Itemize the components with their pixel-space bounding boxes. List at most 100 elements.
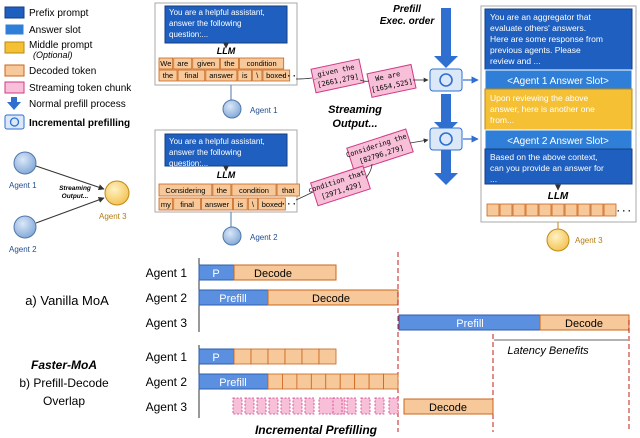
agent2-row2-token-text: \: [252, 200, 255, 209]
agent1-row1-token-text: We: [160, 59, 171, 68]
aggregator-ellipsis: · · ·: [617, 206, 631, 216]
incremental-prefill-chunk: [332, 397, 343, 415]
agent2-row2-token-box: [158, 197, 174, 211]
final-prompt-text: Based on the above context, can you prov…: [490, 152, 606, 184]
agent1-row1-token-text: given: [197, 59, 215, 68]
legend-sublabel-middle: (Optional): [33, 50, 73, 60]
agent2-llm-label: LLM: [217, 170, 236, 180]
agent1-answer-slot-label: <Agent 1 Answer Slot>: [507, 76, 609, 87]
agent1-prompt-text: You are a helpful assistant, answer the …: [169, 8, 267, 39]
vanilla-agent2-decode-label: Decode: [312, 293, 350, 305]
faster-agent1-decode-segment: [233, 348, 252, 365]
agent1-node: [222, 99, 242, 119]
aggregator-llm-label: LLM: [548, 191, 569, 202]
vanilla-agent1-decode-bar: [233, 264, 337, 281]
legend-label-middle: Middle prompt: [29, 40, 93, 51]
incremental-prefill-chunk: [280, 397, 291, 415]
agent2-row2-token-text: answer: [205, 200, 230, 209]
vanilla-agent1-p-label: P: [212, 268, 219, 280]
aggregator-prompt-box: [484, 8, 633, 71]
aggregator-token-box: [538, 203, 552, 217]
agent1-row1-token-text: condition: [247, 59, 277, 68]
exec-arrow-head-1: [434, 56, 458, 68]
aggregator-token-box: [525, 203, 539, 217]
agent2-prompt-box: [164, 133, 288, 167]
faster-agent1-decode-segment: [301, 348, 320, 365]
faster-agent3-decode-bar: [403, 398, 494, 415]
timeline: a) Vanilla MoA Agent 1 Agent 2 Agent 3 P…: [19, 252, 630, 437]
incremental-prefilling-label: Incremental Prefilling: [255, 423, 378, 437]
agent1-row2-token-box: [237, 69, 252, 82]
agent2-panel: You are a helpful assistant, answer the …: [154, 129, 300, 246]
final-prompt-box: [484, 148, 633, 185]
agent1-row2-token-box: [177, 69, 206, 82]
incremental-prefill-chunk: [268, 397, 279, 415]
agent1-row1-token-box: [239, 57, 285, 70]
exec-arrow-shaft-3: [441, 150, 451, 175]
incremental-prefill-icon-2: [429, 127, 463, 151]
vanilla-agent1-decode-label: Decode: [254, 268, 292, 280]
faster-agent1-decode-segments: [233, 348, 337, 365]
agent2-row2-token-box: [201, 197, 233, 211]
incremental-prefill-chunk: [360, 397, 371, 415]
agent1-row1-token-box: [158, 57, 174, 70]
incremental-prefill-chunk: [256, 397, 267, 415]
agent2-row1-token-text: that: [282, 186, 295, 195]
mini-arrow-1: [35, 165, 105, 191]
agent2-row2-token-box: [247, 197, 259, 211]
agent1-ellipsis: · · ·: [282, 71, 296, 81]
agent1-row1-token-text: the: [224, 59, 234, 68]
agent1-row1-token-box: [192, 57, 220, 70]
aggregator-token-box: [603, 203, 617, 217]
legend-swatch-prefix: [4, 6, 25, 19]
incremental-prefill-chunk: [244, 397, 255, 415]
faster-agent2-prefill-label: Prefill: [219, 377, 247, 389]
chunk-considering-the: Considering the [82796,279]: [345, 128, 414, 172]
streaming-chunks: _given the [2661,279] We are [1654,525] …: [295, 58, 429, 207]
vanilla-agent3-label: Agent 3: [146, 316, 188, 330]
faster-agent1-decode-segment: [267, 348, 286, 365]
legend-label-decoded: Decoded token: [29, 66, 96, 77]
middle-prompt-box: [484, 88, 633, 131]
faster-agent3-decode-label: Decode: [429, 402, 467, 414]
chunk-we-are: We are [1654,525]: [366, 63, 417, 98]
legend-swatch-slot: [4, 23, 25, 36]
vanilla-agent3-prefill-label: Prefill: [456, 318, 484, 330]
faster-agent2-decode-segments: [267, 373, 399, 390]
agent2-row1-token-text: condition: [239, 186, 269, 195]
legend-swatch-streaming: [4, 81, 25, 94]
faster-agent3-incremental-prefill: [232, 397, 399, 415]
agent2-row1-token-box: [276, 183, 300, 197]
faster-agent3-label: Agent 3: [146, 400, 188, 414]
agent2-row2-token-box: [258, 197, 286, 211]
aggregator-token-box: [512, 203, 526, 217]
agent1-panel: You are a helpful assistant, answer the …: [154, 2, 298, 119]
legend-swatch-decoded: [4, 64, 25, 77]
vanilla-agent2-decode-bar: [267, 289, 399, 306]
incremental-prefill-chunk: [304, 397, 315, 415]
agent1-prompt-box: [164, 5, 288, 44]
legend-incremental-prefill-icon: [4, 114, 25, 130]
middle-prompt-text: Upon reviewing the above answer, here is…: [490, 93, 597, 125]
mini-agent2-node: [13, 215, 37, 239]
agent2-row1-token-text: Considering: [165, 186, 205, 195]
faster-agent1-decode-segment: [318, 348, 337, 365]
incremental-prefill-chunk: [232, 397, 243, 415]
aggregator-token-box: [486, 203, 500, 217]
faster-agent2-decode-segment: [354, 373, 370, 390]
agent3-node: [546, 228, 570, 252]
faster-agent1-label: Agent 1: [146, 350, 188, 364]
chunk-given-the: _given the [2661,279]: [310, 58, 365, 94]
agent2-answer-slot-label: <Agent 2 Answer Slot>: [507, 136, 609, 147]
exec-arrow-shaft-1: [441, 8, 451, 60]
aggregator-token-box: [590, 203, 604, 217]
agent1-row2-token-text: \: [256, 71, 259, 80]
agent2-row2-token-box: [233, 197, 248, 211]
faster-agent1-decode-segment: [250, 348, 269, 365]
agent2-node-label: Agent 2: [250, 233, 278, 242]
aggregator-prompt-text: You are an aggregator that evaluate othe…: [490, 12, 605, 66]
